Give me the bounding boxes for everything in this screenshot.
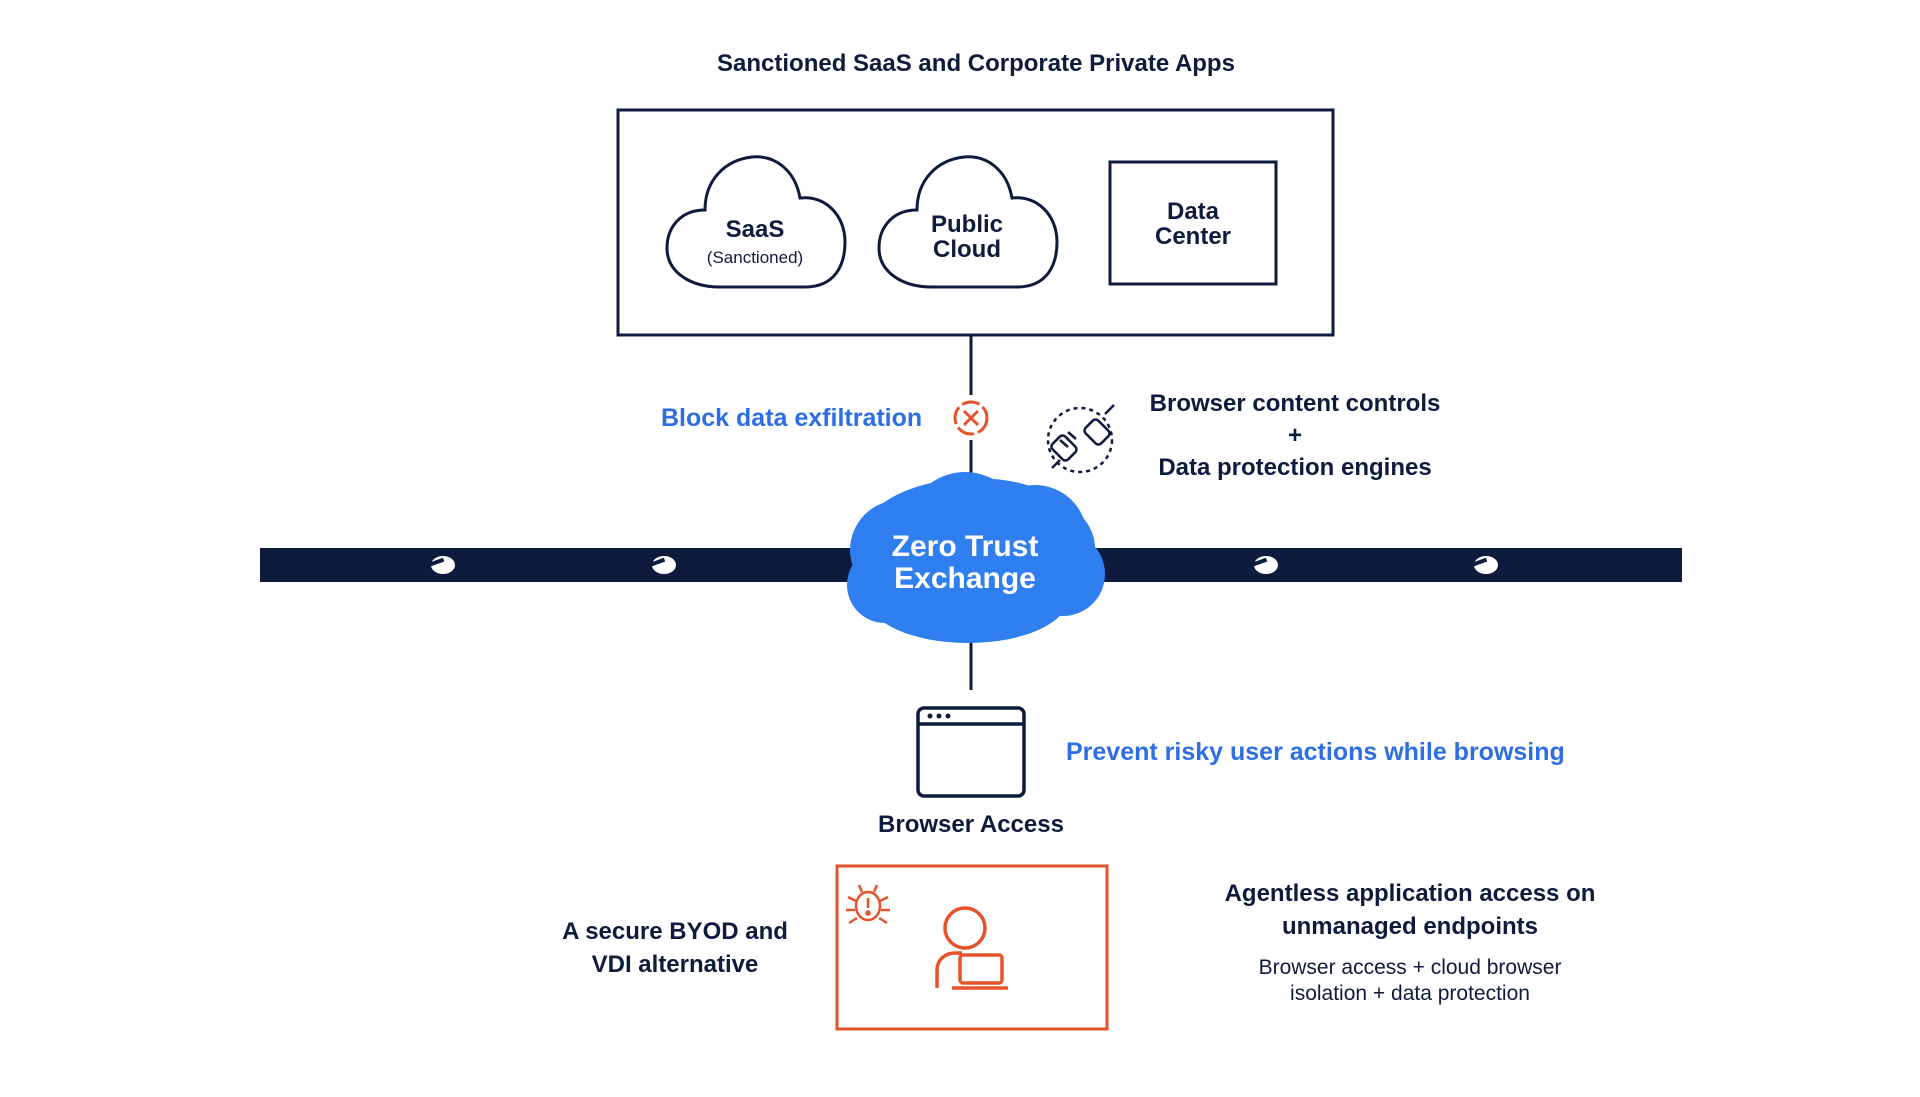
- bug-icon: [846, 884, 890, 925]
- data-center-label-1: Data: [1166, 198, 1220, 225]
- agentless-title-2: unmanaged endpoints: [1281, 913, 1538, 940]
- browser-access-label: Browser Access: [878, 811, 1064, 838]
- public-cloud-label-2: Cloud: [933, 236, 1001, 263]
- browser-window-icon: [916, 706, 1026, 798]
- zscaler-logo-icon: [650, 556, 676, 574]
- zscaler-logo-icon: [1252, 556, 1278, 574]
- public-cloud-label-1: Public: [930, 211, 1003, 238]
- unmanaged-endpoint-box: [835, 864, 1109, 1031]
- agentless-sub-1: Browser access + cloud browser: [1258, 956, 1562, 979]
- apps-container: [616, 108, 1335, 337]
- data-center-label-2: Center: [1154, 223, 1232, 250]
- user-laptop-icon: [935, 906, 1008, 990]
- controls-plus: +: [1287, 422, 1302, 449]
- block-exfiltration-label: Block data exfiltration: [661, 404, 923, 432]
- data-center-box: [1108, 160, 1278, 286]
- agentless-title-1: Agentless application access on: [1224, 880, 1596, 907]
- zte-label-2: Exchange: [894, 562, 1036, 595]
- controls-line-2: Data protection engines: [1158, 454, 1432, 481]
- saas-label: SaaS: [725, 216, 785, 243]
- unplug-icon: [1046, 404, 1115, 474]
- block-x-icon: [953, 400, 989, 436]
- zero-trust-exchange-cloud: [847, 472, 1105, 643]
- saas-sublabel: (Sanctioned): [706, 248, 804, 267]
- saas-cloud-icon: [665, 155, 847, 289]
- prevent-risky-label: Prevent risky user actions while browsin…: [1066, 738, 1565, 766]
- agentless-sub-2: isolation + data protection: [1290, 982, 1530, 1005]
- byod-line-2: VDI alternative: [591, 951, 759, 978]
- top-title: Sanctioned SaaS and Corporate Private Ap…: [717, 50, 1235, 77]
- byod-line-1: A secure BYOD and: [562, 918, 788, 945]
- zscaler-logo-icon: [1472, 556, 1498, 574]
- zte-label-1: Zero Trust: [891, 530, 1039, 563]
- controls-line-1: Browser content controls: [1149, 390, 1441, 417]
- public-cloud-icon: [877, 155, 1059, 289]
- zscaler-logo-icon: [429, 556, 455, 574]
